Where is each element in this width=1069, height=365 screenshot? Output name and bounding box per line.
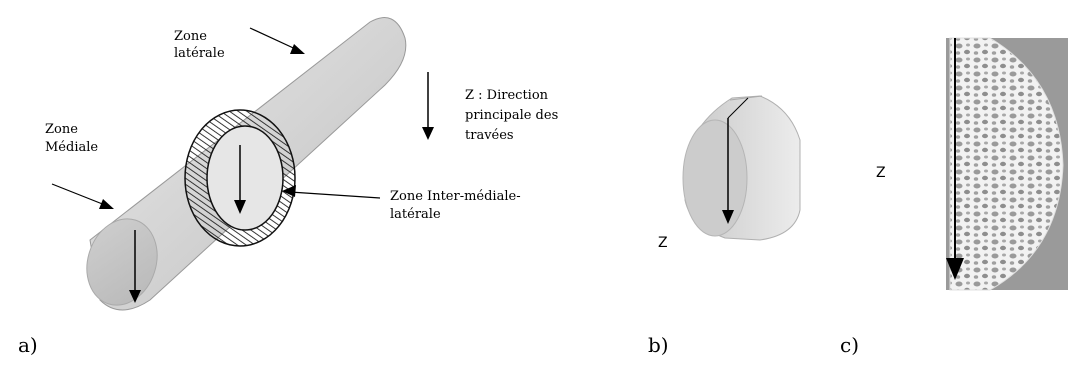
zone-inter-label-line1: Zone Inter-médiale- [390, 189, 521, 204]
zone-inter-label-line2: latérale [390, 207, 441, 222]
zone-mediale-label-line2: Médiale [45, 140, 98, 155]
pointer-zone-mediale [52, 184, 114, 209]
panel-b-label: b) [648, 333, 669, 357]
panel-c-diagram: Z c) [840, 38, 1068, 357]
pointer-zone-laterale [250, 28, 305, 54]
panel-c-label: c) [840, 333, 859, 357]
short-cylinder-cap [683, 120, 747, 236]
z-direction-label-line3: travées [465, 128, 514, 143]
zone-mediale-label-line1: Zone [45, 122, 78, 137]
pointer-zone-inter [282, 185, 380, 198]
panel-b-diagram: Z b) [648, 96, 800, 357]
panel-a-label: a) [18, 333, 38, 357]
z-direction-arrow [422, 72, 434, 140]
panel-c-z-label: Z [876, 165, 886, 181]
zone-laterale-label-line1: Zone [174, 29, 207, 44]
zone-laterale-label-line2: latérale [174, 46, 225, 61]
panel-b-z-label: Z [658, 235, 668, 251]
z-direction-label-line1: Z : Direction [465, 88, 549, 103]
panel-a-diagram: Zone latérale Zone Médiale Z : Direction… [18, 18, 558, 357]
z-direction-label-line2: principale des [465, 108, 558, 123]
